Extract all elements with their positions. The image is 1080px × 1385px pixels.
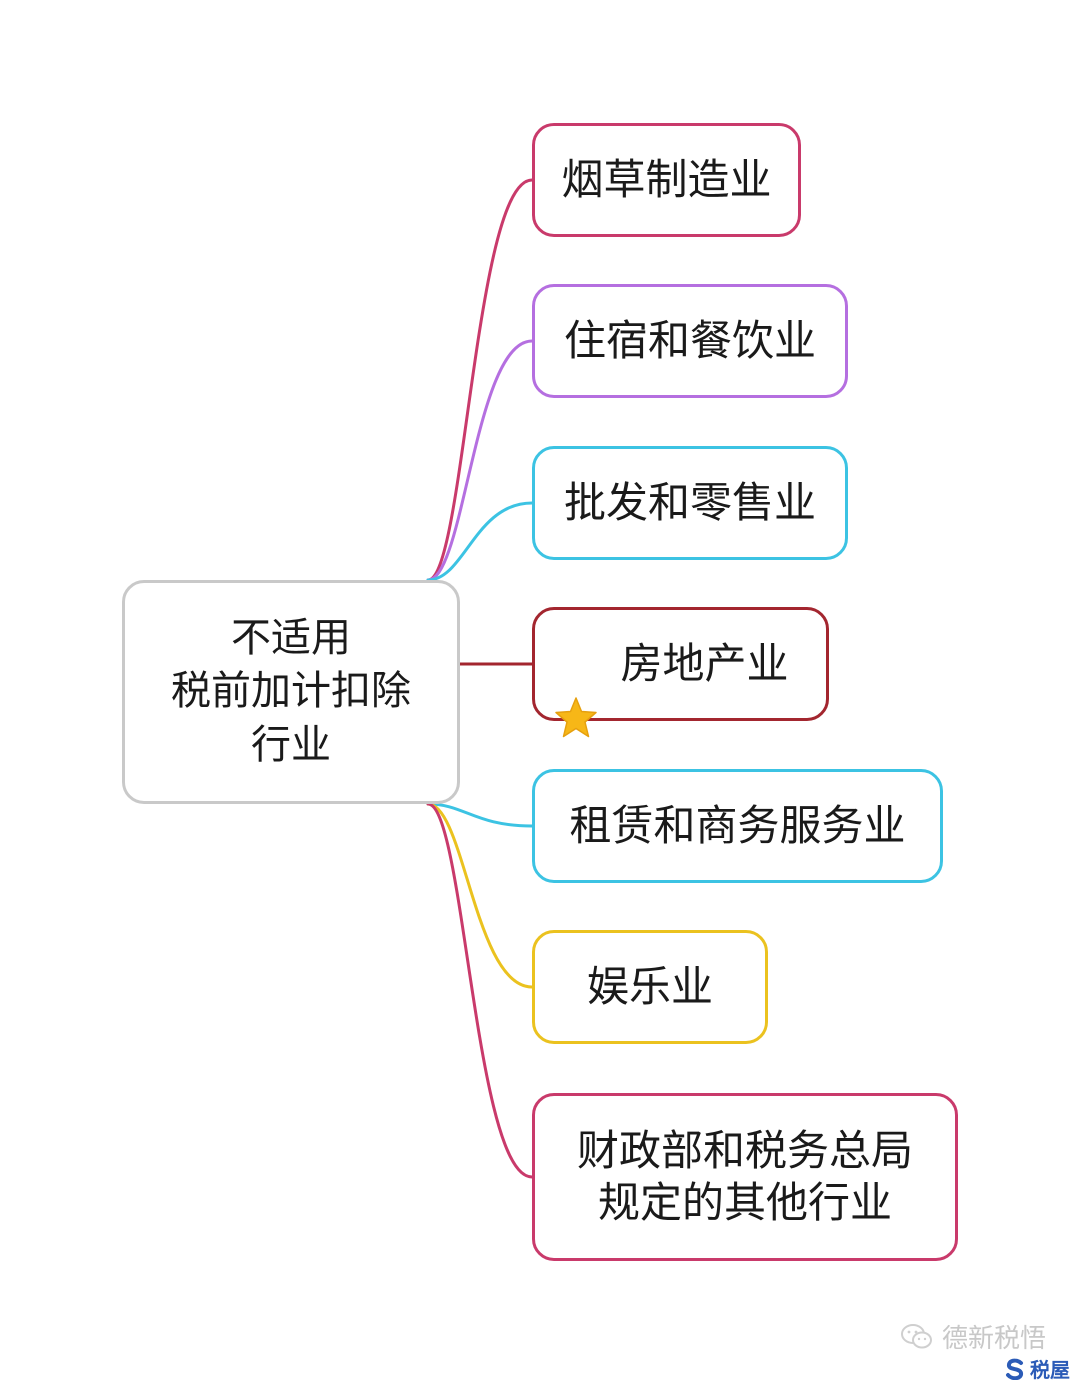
branch-label: 住宿和餐饮业 — [563, 316, 816, 366]
connector-line — [426, 802, 534, 1179]
watermark: 德新税悟 — [900, 1318, 1046, 1355]
brand-logo: 税屋 — [1004, 1354, 1070, 1383]
brand-text: 税屋 — [1030, 1358, 1070, 1382]
branch-entertainment: 娱乐业 — [532, 930, 768, 1044]
connector-line — [426, 802, 534, 989]
branch-label: 娱乐业 — [586, 962, 713, 1012]
connector-line — [426, 178, 534, 582]
watermark-text: 德新税悟 — [941, 1324, 1046, 1354]
star-icon — [554, 642, 598, 737]
branch-label: 批发和零售业 — [563, 478, 816, 528]
shuiwu-logo-icon — [1006, 1358, 1023, 1380]
branch-tobacco-manufacturing: 烟草制造业 — [532, 123, 801, 237]
branch-label: 租赁和商务服务业 — [569, 801, 906, 851]
branch-other-industries: 财政部和税务总局 规定的其他行业 — [532, 1093, 958, 1261]
wechat-icon — [900, 1323, 932, 1348]
connector-line — [426, 501, 534, 582]
connector-line — [426, 802, 534, 828]
root-label: 不适用 税前加计扣除 行业 — [171, 615, 411, 768]
branch-wholesale-retail: 批发和零售业 — [532, 446, 848, 560]
branch-accommodation-catering: 住宿和餐饮业 — [532, 284, 848, 398]
branch-label: 房地产业 — [620, 639, 789, 689]
branch-leasing-business-services: 租赁和商务服务业 — [532, 769, 943, 883]
branch-label: 财政部和税务总局 规定的其他行业 — [576, 1125, 913, 1228]
branch-label: 烟草制造业 — [561, 155, 772, 205]
branch-real-estate: 房地产业 — [532, 607, 829, 737]
root-node: 不适用 税前加计扣除 行业 — [122, 580, 460, 804]
connector-line — [426, 339, 534, 582]
